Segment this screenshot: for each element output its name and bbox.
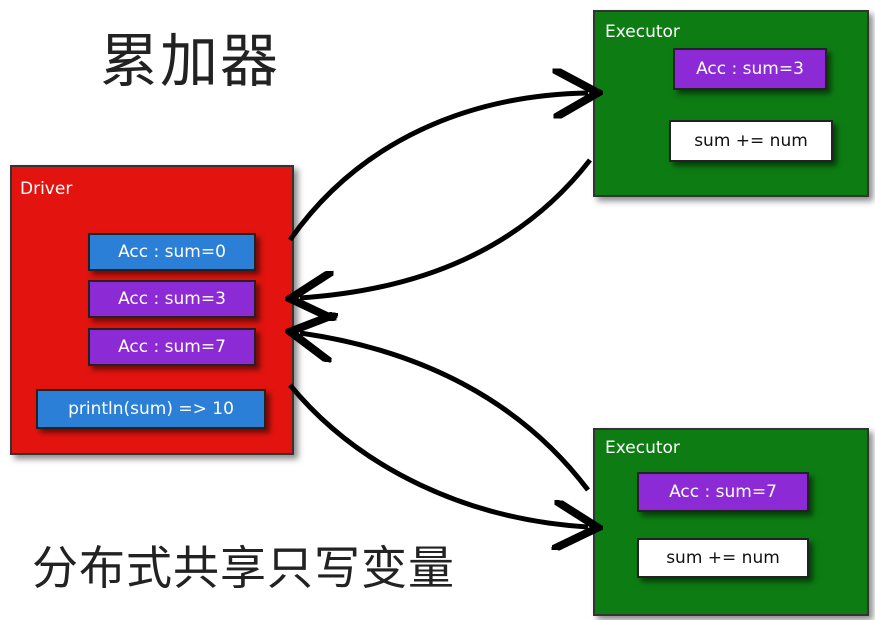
executor-top-label: Executor: [605, 22, 680, 42]
executor-top-box: Executor Acc : sum=3 sum += num: [593, 10, 869, 197]
executor-bottom-box: Executor Acc : sum=7 sum += num: [593, 428, 869, 616]
executor-bottom-acc: Acc : sum=7: [637, 472, 809, 512]
executor-bottom-op: sum += num: [637, 538, 809, 578]
driver-acc-sum-7: Acc : sum=7: [88, 328, 256, 366]
executor-top-acc: Acc : sum=3: [673, 48, 827, 90]
diagram-title: 累加器: [100, 27, 281, 95]
driver-println: println(sum) => 10: [36, 389, 266, 429]
arrow-driver-to-executor-bottom: [288, 383, 588, 527]
diagram-subtitle: 分布式共享只写变量: [32, 541, 455, 595]
driver-box: Driver Acc : sum=0 Acc : sum=3 Acc : sum…: [10, 165, 294, 455]
driver-acc-sum-3: Acc : sum=3: [88, 280, 256, 318]
executor-top-op: sum += num: [669, 120, 833, 162]
arrow-executor-top-to-driver: [300, 158, 592, 298]
driver-label: Driver: [20, 179, 73, 199]
driver-acc-sum-0: Acc : sum=0: [88, 233, 256, 271]
arrow-executor-bottom-to-driver: [300, 333, 590, 492]
executor-bottom-label: Executor: [605, 438, 680, 458]
arrow-driver-to-executor-top: [287, 93, 588, 242]
